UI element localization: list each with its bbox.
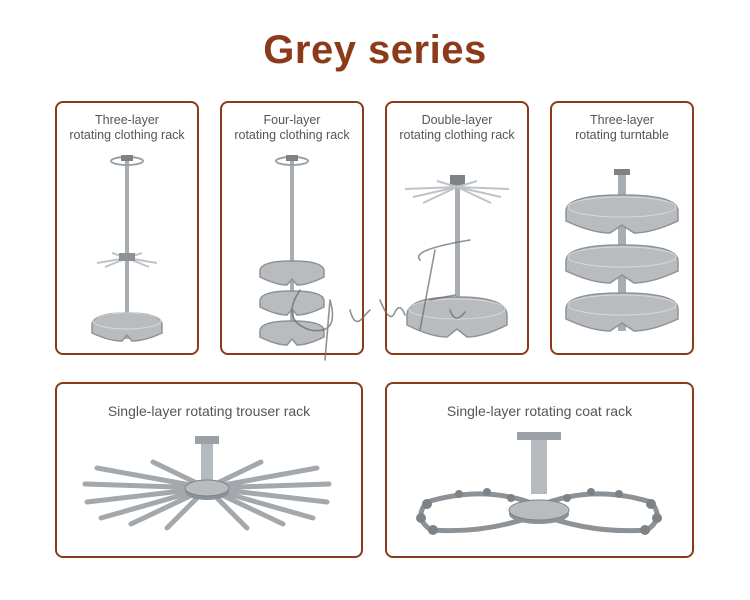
three-layer-clothing-rack-illustration: [91, 155, 163, 342]
product-card-three-layer-clothing-rack[interactable]: Three-layer rotating clothing rack: [55, 101, 199, 355]
product-label: Four-layer rotating clothing rack: [234, 113, 350, 142]
product-label: Single-layer rotating coat rack: [446, 403, 633, 419]
double-layer-clothing-rack-illustration: [404, 175, 510, 338]
product-label: Three-layer rotating clothing rack: [69, 113, 185, 142]
product-card-three-layer-turntable[interactable]: Three-layer rotating turntable: [550, 101, 694, 355]
page-title: Grey series: [263, 28, 487, 72]
product-label: Single-layer rotating trouser rack: [107, 403, 311, 419]
product-card-single-layer-coat-rack[interactable]: Single-layer rotating coat rack: [385, 382, 694, 558]
single-layer-trouser-rack-illustration: [82, 436, 332, 531]
product-card-single-layer-trouser-rack[interactable]: Single-layer rotating trouser rack: [55, 382, 363, 558]
product-label: Three-layer rotating turntable: [575, 113, 669, 142]
single-layer-coat-rack-illustration: [416, 432, 662, 535]
product-label: Double-layer rotating clothing rack: [399, 113, 515, 142]
four-layer-clothing-rack-illustration: [259, 155, 325, 346]
product-card-four-layer-clothing-rack[interactable]: Four-layer rotating clothing rack: [220, 101, 364, 355]
product-card-double-layer-clothing-rack[interactable]: Double-layer rotating clothing rack: [385, 101, 529, 355]
three-layer-turntable-illustration: [565, 169, 679, 332]
